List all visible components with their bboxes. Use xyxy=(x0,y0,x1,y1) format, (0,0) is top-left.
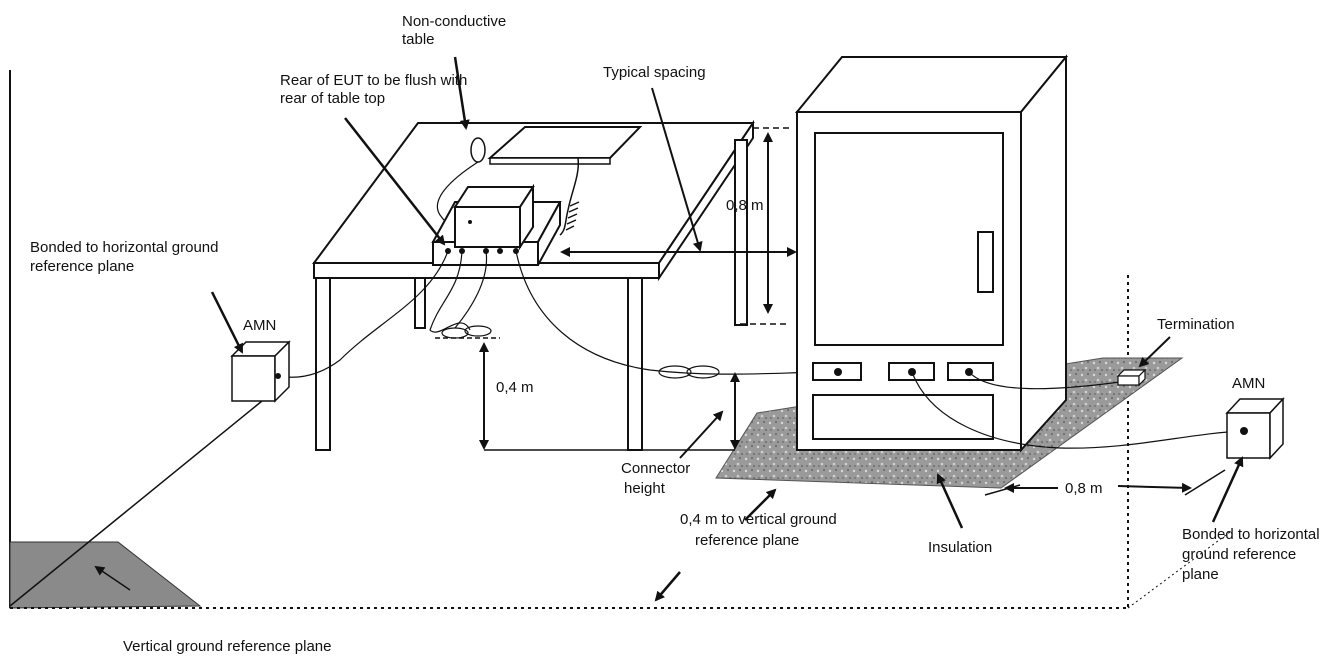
floor-plane-arrow xyxy=(654,571,681,602)
label-bonded-right-3: plane xyxy=(1182,566,1219,583)
label-bonded-right: Bonded to horizontal xyxy=(1182,526,1320,543)
label-vertical-ground-plane: Vertical ground reference plane xyxy=(123,638,331,655)
label-non-conductive-2: table xyxy=(402,31,435,48)
left-amn-ground-line xyxy=(9,400,263,607)
label-dim-08-vertical: 0,8 m xyxy=(726,197,764,214)
label-amn-left: AMN xyxy=(243,317,276,334)
right-plane-diagonal-edge xyxy=(1127,531,1231,609)
label-connector-height-2: height xyxy=(624,480,666,497)
vertical-plane-04-arrow xyxy=(744,488,777,521)
label-connector-height: Connector xyxy=(621,460,690,477)
eut-unit xyxy=(431,183,562,266)
label-insulation: Insulation xyxy=(928,539,992,556)
termination-arrow xyxy=(1138,336,1171,368)
amn-left-box xyxy=(230,340,291,403)
cable-to-cabinet xyxy=(515,250,839,375)
typical-spacing-callout-arrow xyxy=(651,87,703,252)
peripheral-mouse xyxy=(470,137,486,163)
bonded-left-arrow xyxy=(210,291,244,354)
bonded-right-arrow xyxy=(1211,456,1244,523)
label-vertical-plane-04: 0,4 m to vertical ground xyxy=(680,511,837,528)
label-bonded-left-2: reference plane xyxy=(30,258,134,275)
vertical-ground-plane-shape xyxy=(9,541,202,609)
label-typical-spacing: Typical spacing xyxy=(603,64,706,81)
label-termination: Termination xyxy=(1157,316,1235,333)
label-non-conductive: Non-conductive xyxy=(402,13,506,30)
insulation-arrow xyxy=(936,473,964,529)
label-rear-eut-2: rear of table top xyxy=(280,90,385,107)
label-amn-right: AMN xyxy=(1232,375,1265,392)
amn-right-box xyxy=(1225,397,1285,460)
non-conductive-arrow xyxy=(453,56,470,130)
vertical-plane-arrow xyxy=(94,565,131,591)
label-rear-eut: Rear of EUT to be flush with xyxy=(280,72,467,89)
cable-to-right-amn xyxy=(911,371,1245,449)
non-conductive-table xyxy=(312,119,755,451)
cable-to-left-amn xyxy=(277,250,449,378)
label-dim-08-horizontal: 0,8 m xyxy=(1065,480,1103,497)
label-bonded-left: Bonded to horizontal ground xyxy=(30,239,218,256)
cable-to-termination xyxy=(968,371,1121,390)
floor-standing-cabinet xyxy=(794,54,1069,453)
termination-block xyxy=(1116,368,1147,387)
label-vertical-plane-04-2: reference plane xyxy=(695,532,799,549)
label-bonded-right-2: ground reference xyxy=(1182,546,1296,563)
rear-eut-arrow xyxy=(344,117,446,246)
label-dim-04-vertical: 0,4 m xyxy=(496,379,534,396)
